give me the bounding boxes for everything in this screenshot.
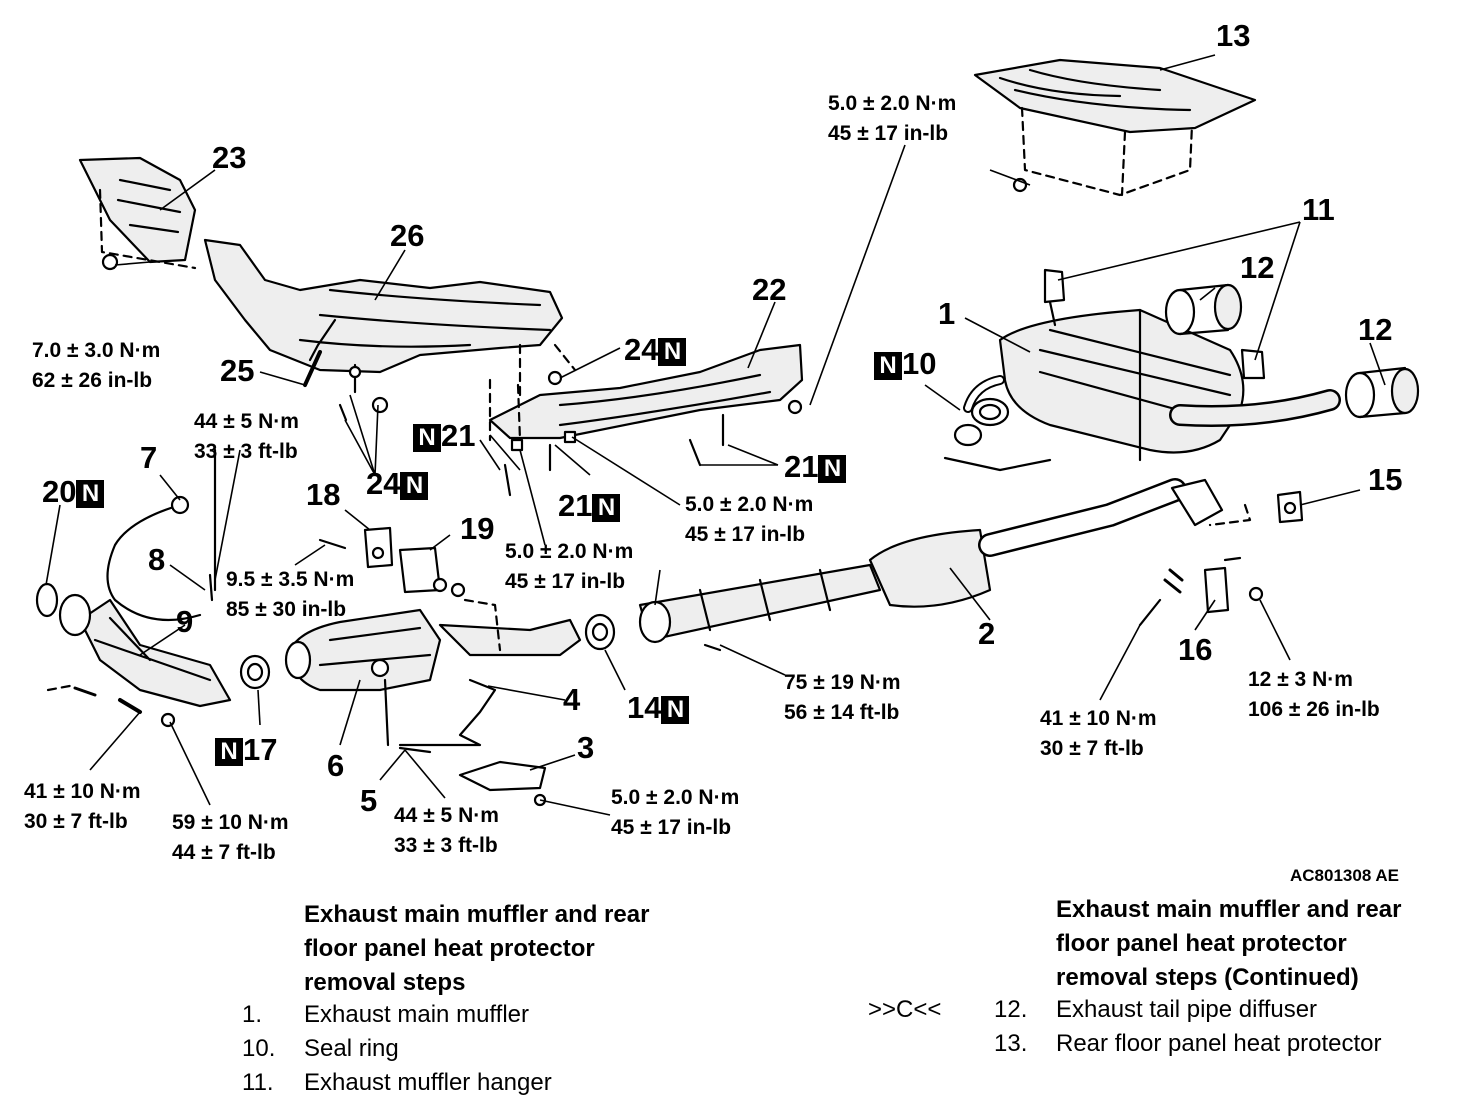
callout-7: 7 <box>140 440 158 475</box>
callout-15: 15 <box>1368 462 1403 497</box>
step-item: 11. <box>242 1069 274 1096</box>
callout-22: 22 <box>752 272 787 307</box>
main-muffler-part <box>963 308 1341 462</box>
n-mark-icon: N <box>658 337 687 366</box>
callout-12-upper: 12 <box>1240 250 1275 285</box>
callout-25: 25 <box>220 353 255 388</box>
callout-8: 8 <box>148 542 166 577</box>
n-mark-icon: N <box>76 479 105 508</box>
steps-heading-left: Exhaust main muffler and rear floor pane… <box>304 901 650 996</box>
callout-13: 13 <box>1216 18 1251 53</box>
callout-2: 2 <box>978 616 996 651</box>
callout-6: 6 <box>327 748 345 783</box>
n-mark-icon: N <box>400 471 429 500</box>
step-label: Rear floor panel heat protector <box>1056 1030 1382 1057</box>
step-label: Exhaust main muffler <box>304 1001 529 1028</box>
callout-26: 26 <box>390 218 425 253</box>
tail-pipe-diffuser-parts <box>1164 283 1420 419</box>
callout-16: 16 <box>1178 632 1213 667</box>
callout-1: 1 <box>938 296 956 331</box>
center-heat-protector-part <box>203 238 577 402</box>
rear-floor-heat-protector-part <box>973 58 1257 197</box>
callout-11: 11 <box>1302 192 1335 227</box>
figure-code: AC801308 AE <box>1290 866 1399 885</box>
n-mark-icon: N <box>592 493 621 522</box>
callout-9: 9 <box>176 604 194 639</box>
step-label: Seal ring <box>304 1035 399 1062</box>
step-label: Exhaust tail pipe diffuser <box>1056 996 1318 1023</box>
n-mark-icon: N <box>818 454 847 483</box>
n-mark-icon: N <box>874 351 902 380</box>
step-item: 10. <box>242 1035 276 1062</box>
callout-4: 4 <box>563 682 581 717</box>
callout-19: 19 <box>460 511 495 546</box>
heat-protector-23-part <box>78 156 197 270</box>
service-point-marker: >>C<< <box>868 996 942 1023</box>
callout-3: 3 <box>577 730 595 765</box>
steps-heading-right: Exhaust main muffler and rear floor pane… <box>1056 896 1402 991</box>
n-mark-icon: N <box>215 737 243 766</box>
callout-12-lower: 12 <box>1358 312 1393 347</box>
n-mark-icon: N <box>413 423 441 452</box>
step-item: 12. <box>994 996 1028 1023</box>
front-catalytic-converter-part <box>284 608 582 692</box>
front-exhaust-pipe-part <box>35 582 232 708</box>
n-mark-icon: N <box>661 695 690 724</box>
step-item: 13. <box>994 1030 1028 1057</box>
floor-heat-protector-22-part <box>488 343 804 442</box>
callout-18: 18 <box>306 477 341 512</box>
callout-5: 5 <box>360 783 378 818</box>
step-item: 1. <box>242 1001 263 1028</box>
step-label: Exhaust muffler hanger <box>304 1069 552 1096</box>
callout-23: 23 <box>212 140 247 175</box>
center-exhaust-pipe-part <box>638 478 1224 644</box>
